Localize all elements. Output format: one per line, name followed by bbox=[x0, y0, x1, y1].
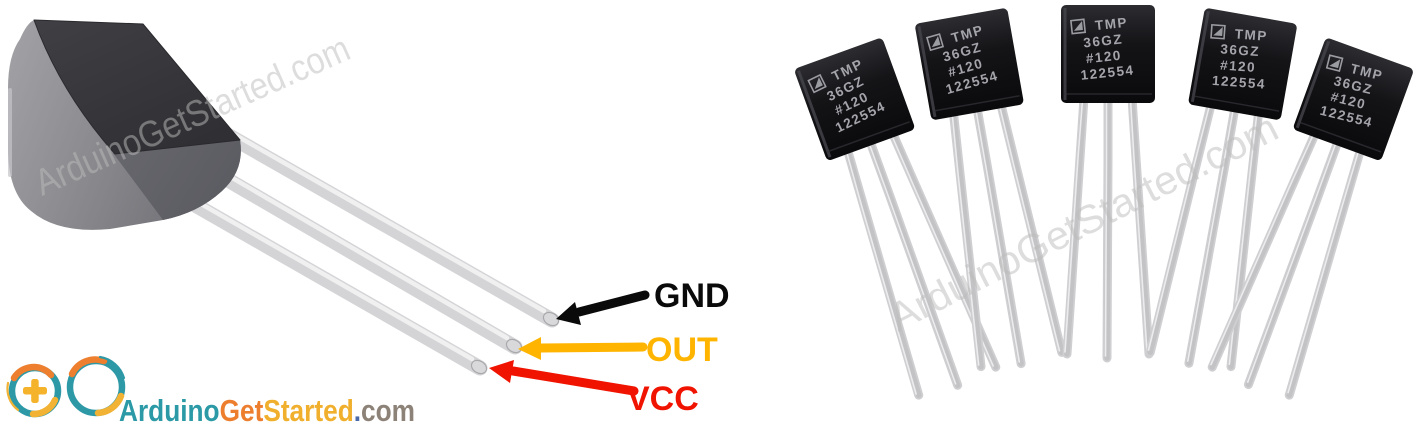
tmp36-sensor: TMP 36GZ #120 122554 bbox=[1207, 38, 1413, 400]
out-lead bbox=[172, 144, 523, 355]
sensor-marking: TMP 36GZ #120 122554 bbox=[1070, 15, 1135, 83]
sensor-body-seam bbox=[1298, 121, 1382, 153]
gnd-arrow bbox=[556, 290, 650, 325]
infinity-logo-icon bbox=[6, 355, 126, 418]
arduinogetstarted-logo: ArduinoGetStarted.com bbox=[6, 355, 415, 428]
svg-text:122554: 122554 bbox=[1080, 62, 1135, 83]
analog-devices-icon bbox=[925, 33, 945, 52]
logo-wordmark: ArduinoGetStarted.com bbox=[119, 393, 415, 428]
sensor-body bbox=[1188, 8, 1297, 120]
logo-word-get: Get bbox=[220, 393, 264, 428]
sensor-body bbox=[1293, 38, 1413, 160]
product-photo: TMP 36GZ #120 122554 bbox=[795, 5, 1413, 400]
out-arrow bbox=[518, 337, 648, 360]
sensor-leads bbox=[1062, 93, 1154, 363]
logo-word-com: com bbox=[361, 393, 415, 428]
sensor-body bbox=[795, 38, 915, 160]
sensor-leads bbox=[948, 98, 1067, 372]
sensor-marking: TMP 36GZ #120 122554 bbox=[807, 56, 888, 135]
tmp36-sensor: TMP 36GZ #120 122554 bbox=[915, 8, 1067, 372]
sensor-body-bevel bbox=[797, 70, 832, 158]
analog-devices-icon bbox=[807, 73, 827, 94]
vcc-lead bbox=[140, 170, 488, 376]
tmp36-sensor: TMP 36GZ #120 122554 bbox=[1145, 8, 1297, 372]
svg-text:#120: #120 bbox=[1085, 48, 1122, 67]
svg-text:36GZ: 36GZ bbox=[1083, 31, 1124, 50]
sensor-body-bevel bbox=[1190, 11, 1210, 103]
tmp36-sensor: TMP 36GZ #120 122554 bbox=[1061, 5, 1155, 363]
svg-text:TMP: TMP bbox=[1094, 15, 1128, 33]
package-top-face bbox=[33, 19, 241, 155]
gnd-lead bbox=[202, 117, 560, 328]
sensor-body-bevel bbox=[1295, 40, 1331, 129]
pin-label-out: OUT bbox=[646, 331, 718, 369]
pin-label-vcc: VCC bbox=[627, 380, 699, 418]
sensor-leads bbox=[1207, 127, 1366, 400]
svg-text:#120: #120 bbox=[1220, 57, 1257, 74]
analog-devices-icon bbox=[1210, 23, 1226, 40]
logo-word-dot: . bbox=[354, 393, 361, 428]
tmp36-sensor: TMP 36GZ #120 122554 bbox=[795, 38, 1001, 400]
to92-package bbox=[8, 19, 241, 230]
sensor-leads bbox=[842, 127, 1001, 400]
plus-icon bbox=[23, 379, 47, 403]
pinout-diagram: GND OUT VCC ArduinoGetStarted.com bbox=[6, 19, 730, 428]
pin-label-gnd: GND bbox=[654, 277, 730, 315]
svg-text:36GZ: 36GZ bbox=[1220, 41, 1261, 59]
svg-text:TMP: TMP bbox=[1234, 26, 1268, 43]
logo-word-arduino: Arduino bbox=[119, 393, 220, 428]
sensor-body-seam bbox=[826, 121, 910, 153]
sensor-body bbox=[915, 8, 1024, 120]
sensor-marking: TMP 36GZ #120 122554 bbox=[1210, 23, 1268, 92]
sensor-body-seam bbox=[932, 95, 1020, 112]
logo-word-started: Started bbox=[263, 393, 353, 428]
sensor-marking: TMP 36GZ #120 122554 bbox=[1319, 54, 1385, 130]
svg-text:122554: 122554 bbox=[1212, 73, 1267, 92]
analog-devices-icon bbox=[1070, 18, 1087, 35]
sensor-body-seam bbox=[1192, 95, 1280, 112]
analog-devices-icon bbox=[1325, 54, 1344, 72]
vcc-arrow bbox=[489, 360, 639, 396]
sensor-body-bevel bbox=[917, 25, 937, 118]
